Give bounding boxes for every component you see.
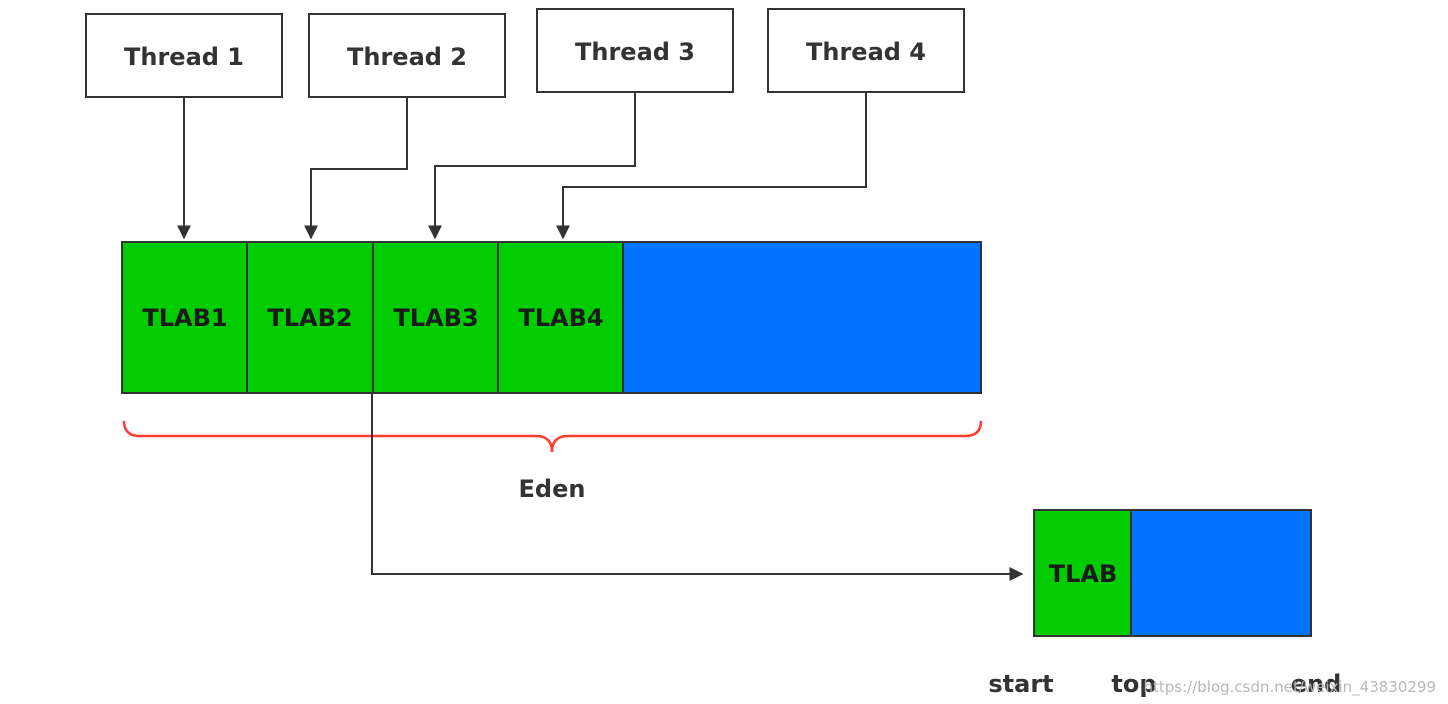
thread-label-4: Thread 4 — [806, 38, 926, 66]
thread-label-3: Thread 3 — [575, 38, 695, 66]
thread-box-2: Thread 2 — [308, 13, 506, 98]
detail-tlab-free — [1130, 509, 1312, 637]
tlab-label-4: TLAB4 — [518, 304, 603, 332]
thread-label-2: Thread 2 — [347, 43, 467, 71]
eden-label: Eden — [519, 475, 586, 503]
eden-brace — [122, 420, 983, 453]
connector-thread3-tlab3 — [428, 92, 636, 240]
watermark: https://blog.csdn.net/weixin_43830299 — [1143, 678, 1436, 697]
tlab-label-3: TLAB3 — [393, 304, 478, 332]
tlab-block-4 — [497, 241, 624, 394]
connector-thread2-tlab2 — [304, 97, 408, 240]
detail-tlab-used — [1033, 509, 1132, 637]
end-pointer-label: end — [1291, 670, 1342, 698]
thread-label-1: Thread 1 — [124, 43, 244, 71]
thread-box-3: Thread 3 — [536, 8, 734, 93]
tlab-block-3 — [372, 241, 499, 394]
eden-bar: TLAB1 TLAB2 TLAB3 TLAB4 — [121, 241, 982, 394]
thread-box-4: Thread 4 — [767, 8, 965, 93]
start-pointer-label: start — [988, 670, 1053, 698]
detail-tlab-label: TLAB — [1049, 560, 1118, 588]
connector-eden-to-detail — [371, 393, 1024, 581]
tlab-label-1: TLAB1 — [142, 304, 227, 332]
tlab-label-2: TLAB2 — [267, 304, 352, 332]
eden-free-space — [622, 241, 982, 394]
connector-thread4-tlab4 — [556, 92, 867, 240]
tlab-block-2 — [246, 241, 374, 394]
thread-box-1: Thread 1 — [85, 13, 283, 98]
detail-tlab-bar: TLAB — [1033, 509, 1312, 637]
top-pointer-label: top — [1111, 670, 1156, 698]
